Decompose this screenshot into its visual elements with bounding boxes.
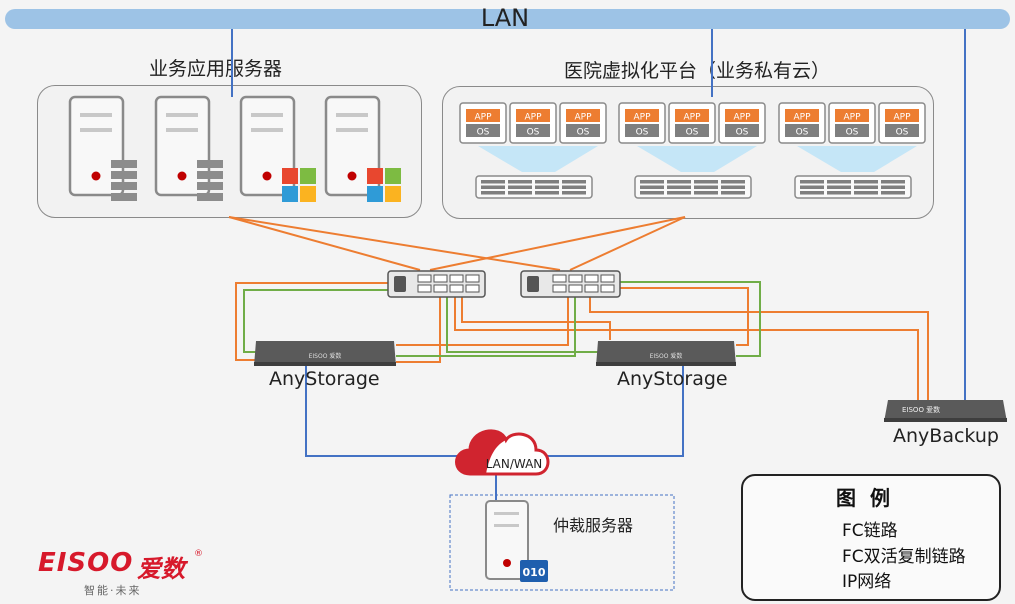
vm-os-label: OS xyxy=(477,128,490,138)
vm-os-label: OS xyxy=(896,128,909,138)
cloud-icon xyxy=(455,429,550,476)
anystorage-left-label: AnyStorage xyxy=(269,368,380,390)
vm-os-label: OS xyxy=(577,128,590,138)
server-2 xyxy=(154,95,223,201)
legend-title: 图例 xyxy=(836,486,904,510)
windows-logo-icon xyxy=(282,168,316,202)
arbiter-server xyxy=(485,500,548,582)
vm: APP OS xyxy=(618,102,666,144)
vm: APP OS xyxy=(828,102,876,144)
eisoo-logo-cn: 爱数 xyxy=(137,555,185,583)
logo-slogan: 智能·未来 xyxy=(84,584,142,597)
virtualization-title: 医院虚拟化平台（业务私有云） xyxy=(564,60,831,82)
vm: APP OS xyxy=(718,102,766,144)
vm: APP OS xyxy=(559,102,607,144)
ip-lines xyxy=(231,29,966,500)
fc-cross-links xyxy=(228,216,686,271)
vm-cluster-2: APP OS APP OS APP OS xyxy=(618,102,766,199)
vm-app-label: APP xyxy=(524,113,542,123)
vm: APP OS xyxy=(459,102,507,144)
anybackup-label: AnyBackup xyxy=(893,425,999,447)
fc-replication-links xyxy=(243,281,761,357)
fc-switch-right xyxy=(520,270,621,298)
legend-item-ip: IP网络 xyxy=(842,572,892,592)
backup-brand: EISOO 爱数 xyxy=(902,405,940,414)
fc-switch-left xyxy=(387,270,486,298)
vm-os-label: OS xyxy=(796,128,809,138)
arbiter-box xyxy=(449,494,675,591)
ip-line-left-storage xyxy=(305,366,460,457)
windows-logo-icon xyxy=(367,168,401,202)
legend xyxy=(741,474,1001,601)
storage-left-brand: EISOO 爱数 xyxy=(309,352,342,360)
arbiter-badge: 010 xyxy=(523,566,546,579)
vm-host xyxy=(794,175,912,199)
vm-os-label: OS xyxy=(846,128,859,138)
vm-app-label: APP xyxy=(843,113,861,123)
storage-left xyxy=(254,341,396,366)
legend-item-fc: FC链路 xyxy=(842,521,898,541)
vm: APP OS xyxy=(509,102,557,144)
vm-os-label: OS xyxy=(736,128,749,138)
lan-bus xyxy=(5,9,1010,29)
server-3 xyxy=(239,95,316,202)
ip-line-right-storage xyxy=(540,366,684,457)
anystorage-right-label: AnyStorage xyxy=(617,368,728,390)
arbiter-label: 仲裁服务器 xyxy=(553,516,634,535)
vm-host xyxy=(475,175,593,199)
vm-os-label: OS xyxy=(527,128,540,138)
vm-app-label: APP xyxy=(574,113,592,123)
business-servers xyxy=(68,95,401,202)
vm-app-label: APP xyxy=(893,113,911,123)
virtualization-clusters: APP OS APP OS APP OS APP OS APP OS APP OS APP OS APP OS… xyxy=(459,102,926,199)
storage-right xyxy=(596,341,736,366)
vm-cluster-3: APP OS APP OS APP OS xyxy=(778,102,926,199)
business-servers-title: 业务应用服务器 xyxy=(149,58,283,80)
vm: APP OS xyxy=(878,102,926,144)
lan-label: LAN xyxy=(480,4,530,32)
server-4 xyxy=(324,95,401,202)
registered-mark: ® xyxy=(194,549,203,559)
vm-os-label: OS xyxy=(686,128,699,138)
vm: APP OS xyxy=(668,102,716,144)
vm-app-label: APP xyxy=(683,113,701,123)
anybackup-device: EISOO 爱数 xyxy=(884,400,1007,422)
vm-app-label: APP xyxy=(474,113,492,123)
server-1 xyxy=(68,95,137,201)
legend-item-replication: FC双活复制链路 xyxy=(842,547,966,567)
cloud-label: LAN/WAN xyxy=(486,457,543,471)
vm-os-label: OS xyxy=(636,128,649,138)
vm-cluster-1: APP OS APP OS APP OS xyxy=(459,102,607,199)
vm-app-label: APP xyxy=(793,113,811,123)
vm-host xyxy=(634,175,752,199)
storage-right-brand: EISOO 爱数 xyxy=(650,352,683,360)
eisoo-logo: EISOO xyxy=(38,548,134,578)
vm-app-label: APP xyxy=(633,113,651,123)
vm: APP OS xyxy=(778,102,826,144)
vm-app-label: APP xyxy=(733,113,751,123)
